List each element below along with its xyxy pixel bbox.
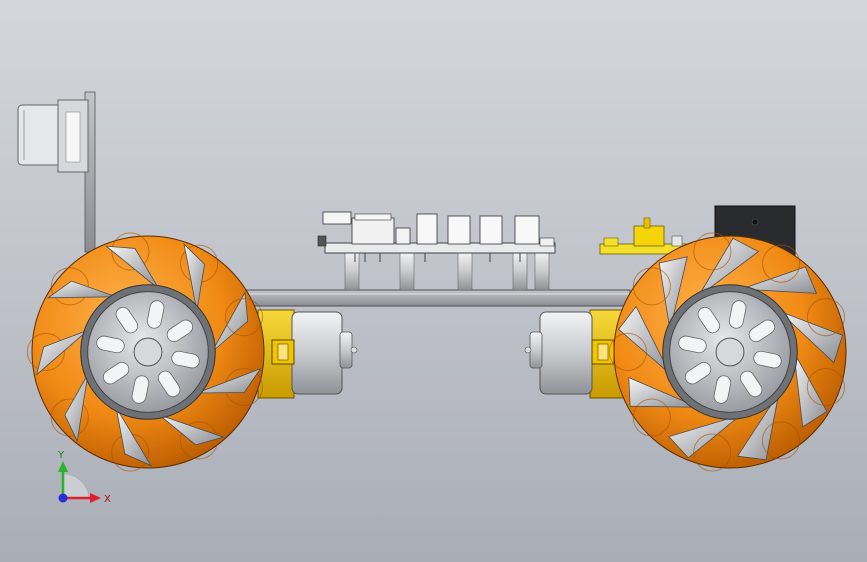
y-axis-arrow-icon <box>58 461 68 472</box>
hub-window <box>684 361 712 385</box>
hub-window <box>739 370 763 398</box>
hub-window <box>115 306 139 334</box>
roller-shade <box>761 421 801 460</box>
roller-shade <box>111 232 150 271</box>
roller-shade <box>50 398 89 437</box>
axle-cap <box>133 337 163 367</box>
roller-shade <box>224 298 264 337</box>
roller-shade <box>26 332 65 371</box>
roller-blade <box>183 243 206 312</box>
x-axis-label: X <box>104 494 111 505</box>
roller-blade <box>46 280 117 299</box>
hub-window <box>102 361 130 385</box>
hub-window <box>96 335 125 354</box>
coordinate-triad: Y X <box>57 450 111 505</box>
roller-blade <box>668 414 742 459</box>
roller-blade <box>740 266 817 294</box>
hub-window <box>157 370 181 398</box>
hub-window <box>131 375 150 404</box>
hub-window <box>713 375 732 404</box>
roller-shade <box>179 421 219 460</box>
roller-blade <box>64 373 89 443</box>
roller-blade <box>115 407 152 467</box>
motor-left <box>257 309 358 399</box>
chassis-plate <box>239 289 631 307</box>
hub-window <box>753 350 782 369</box>
roller-blade <box>793 351 828 428</box>
roller-shade <box>50 267 89 306</box>
motor-right <box>524 309 627 399</box>
roller-blade <box>158 414 225 446</box>
hub-window <box>697 306 721 334</box>
mecanum-wheel-left <box>26 232 265 472</box>
roller-blade <box>778 310 843 364</box>
roller-shade <box>693 232 732 271</box>
roller-shade <box>806 298 846 337</box>
hub-window <box>678 335 707 354</box>
roller-blade <box>697 237 760 298</box>
roller-shade <box>762 244 801 283</box>
mecanum-wheel-right <box>608 232 847 472</box>
roller-blade <box>196 367 262 394</box>
y-axis-label: Y <box>57 450 65 461</box>
controller-board <box>317 211 556 262</box>
hub-window <box>146 300 165 329</box>
roller-blade <box>35 329 89 376</box>
roller-shade <box>608 332 647 371</box>
hub-window <box>748 319 776 343</box>
z-axis-dot-icon <box>58 493 68 503</box>
standoffs <box>344 251 550 291</box>
roller-blade <box>105 245 160 290</box>
roller-shade <box>632 398 671 437</box>
roller-blade <box>211 291 249 353</box>
ultrasonic-sensor <box>17 91 96 253</box>
axle-cap <box>715 337 745 367</box>
hub-window <box>728 300 747 329</box>
x-axis-arrow-icon <box>90 493 101 503</box>
hub-window <box>166 319 194 343</box>
roller-blade <box>618 305 671 375</box>
yellow-board <box>599 217 687 255</box>
roller-blade <box>736 392 780 461</box>
hub-window <box>171 350 200 369</box>
roller-shade <box>632 267 671 306</box>
roller-shade <box>693 433 732 472</box>
roller-shade <box>806 367 845 407</box>
